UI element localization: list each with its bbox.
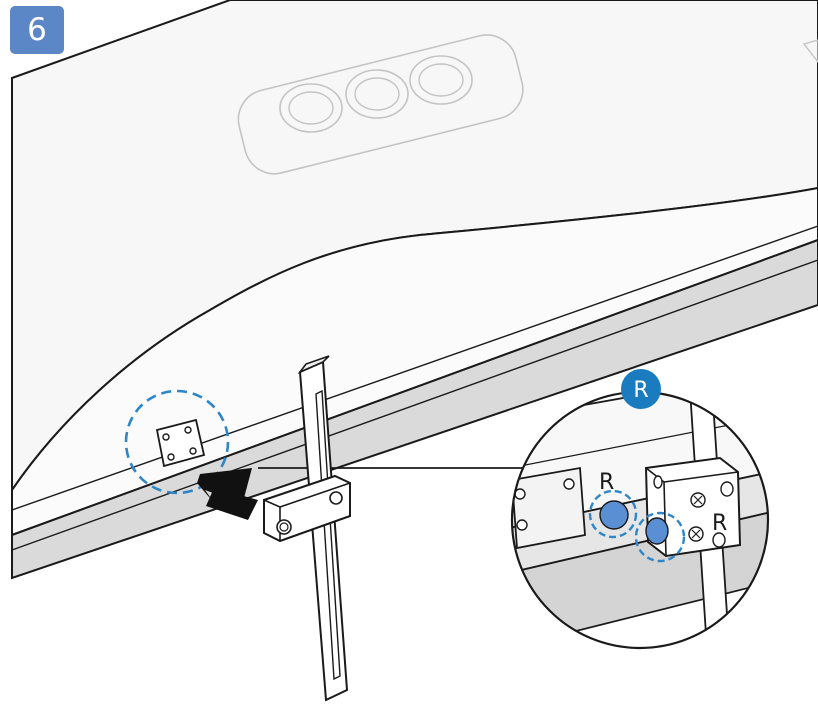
callout-badge: R xyxy=(621,369,661,409)
dashed-circle-icon xyxy=(634,511,686,563)
bracket-stud xyxy=(645,517,669,545)
mounting-plate xyxy=(155,418,206,468)
screw-icon xyxy=(690,492,706,508)
far-corner-detail xyxy=(802,39,818,64)
dashed-circle-icon xyxy=(588,489,638,539)
edge-line-2 xyxy=(11,259,818,551)
plate-hole xyxy=(599,500,629,530)
plate-side-label: R xyxy=(712,511,727,536)
arrow-shaft xyxy=(206,488,258,520)
bracket-side-label: R xyxy=(599,470,614,495)
callout-badge-label: R xyxy=(633,378,648,403)
step-number-badge: 6 xyxy=(10,6,64,54)
wall-bracket xyxy=(263,355,351,702)
dashed-circle-icon xyxy=(124,389,230,495)
magnified-detail: R R xyxy=(510,390,770,650)
soundbar-front-edge xyxy=(11,186,818,537)
edge-line-1 xyxy=(11,225,818,511)
screw-icon xyxy=(688,526,704,542)
control-buttons-panel xyxy=(237,34,524,175)
